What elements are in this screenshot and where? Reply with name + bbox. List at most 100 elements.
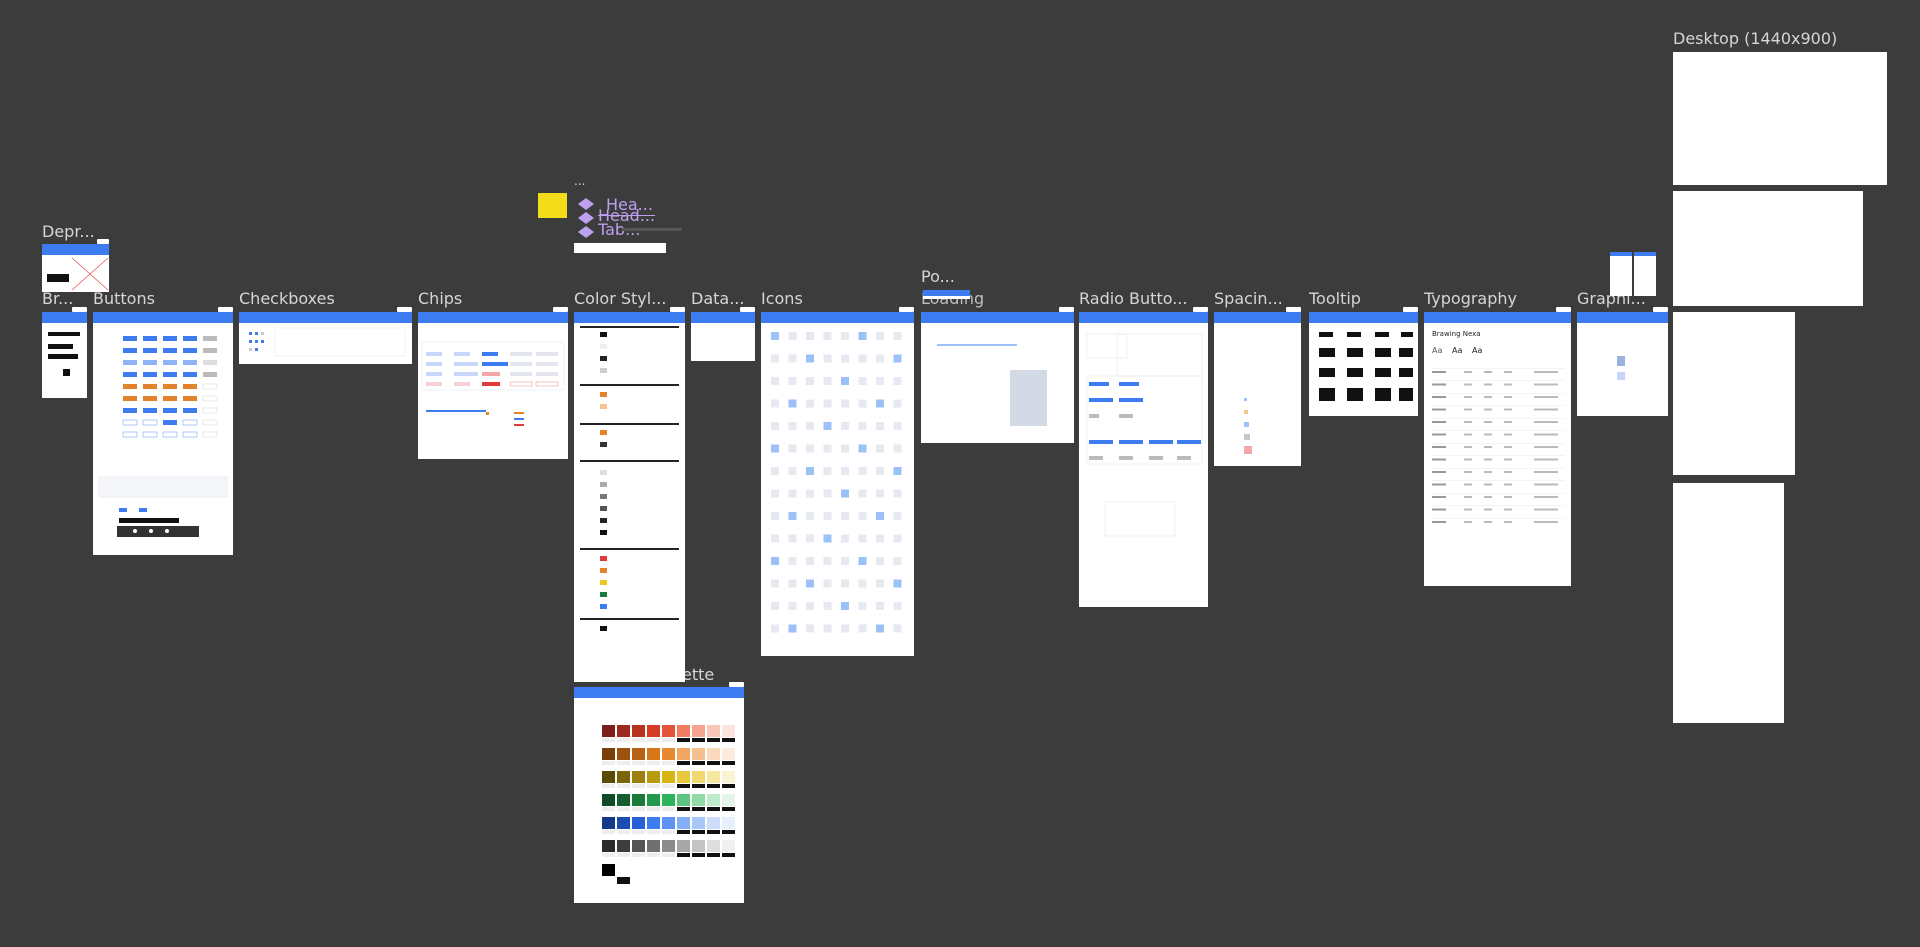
icon-cell (876, 422, 884, 430)
icon-cell (841, 489, 849, 498)
buttons-frame[interactable] (93, 312, 233, 555)
palette-swatch (692, 725, 705, 737)
typography-frame[interactable]: Brawing Nexa Aa Aa Aa (1424, 312, 1571, 586)
typography-row-weight (1484, 371, 1492, 373)
chips-frame[interactable] (418, 312, 568, 459)
icon-cell (823, 399, 832, 408)
depr-frame[interactable] (42, 244, 109, 292)
color-palette-frame[interactable] (574, 687, 744, 903)
component-strip (622, 228, 682, 231)
icon-cell (806, 534, 814, 543)
component-label-head[interactable]: Head... (598, 206, 656, 225)
typography-glyph-2: Aa (1452, 346, 1463, 355)
palette-swatch (617, 817, 630, 829)
frame-label-radio-buttons[interactable]: Radio Butto... (1079, 289, 1188, 308)
palette-swatch (647, 794, 660, 806)
typography-row-height (1504, 371, 1512, 373)
desktop-frame-2[interactable] (1673, 191, 1863, 306)
icon-cell (858, 579, 867, 588)
frame-label-palette[interactable]: ette (682, 665, 715, 684)
typography-row-weight (1484, 483, 1492, 486)
typography-row-name (1432, 396, 1446, 398)
frame-label-data[interactable]: Data... (691, 289, 745, 308)
spacing-badge (1286, 307, 1301, 312)
frame-label-br[interactable]: Br... (42, 289, 74, 308)
color-palette-badge (729, 682, 744, 687)
frame-label-spacing[interactable]: Spacin... (1214, 289, 1283, 308)
palette-swatch (692, 771, 705, 783)
component-mini-frame[interactable] (574, 243, 666, 253)
palette-swatch (692, 748, 705, 760)
icon-cell (788, 579, 797, 588)
frame-label-typography[interactable]: Typography (1424, 289, 1517, 308)
component-label-tab[interactable]: Tab... (598, 220, 641, 239)
icon-cell (876, 579, 884, 588)
desktop-frame-3[interactable] (1673, 312, 1795, 475)
palette-swatch (722, 748, 735, 760)
palette-swatch (647, 748, 660, 760)
icon-cell (806, 467, 814, 475)
palette-swatch (632, 817, 645, 829)
palette-swatch (617, 794, 630, 806)
palette-swatch-label (647, 738, 660, 742)
typography-row-sample (1534, 396, 1558, 398)
icon-cell (806, 332, 814, 340)
typography-row-height (1504, 483, 1512, 486)
icons-frame[interactable] (761, 312, 914, 656)
icon-cell (893, 444, 902, 453)
graphics-mini-2[interactable] (1634, 252, 1656, 296)
graphics-frame[interactable] (1577, 312, 1668, 416)
checkboxes-frame[interactable] (239, 312, 412, 364)
palette-swatch-label (647, 784, 660, 788)
palette-swatch-label (647, 830, 660, 834)
loading-frame[interactable] (921, 312, 1074, 443)
palette-swatch (632, 840, 645, 852)
icon-cell (893, 354, 902, 363)
data-frame[interactable] (691, 312, 755, 361)
spacing-frame[interactable] (1214, 312, 1301, 466)
palette-swatch-label (617, 877, 630, 884)
typography-row-height (1504, 396, 1512, 398)
sticky-note[interactable] (538, 193, 567, 218)
frame-label-depr[interactable]: Depr... (42, 222, 95, 241)
icon-cell (858, 534, 867, 543)
palette-swatch (662, 840, 675, 852)
component-diamond-icon (578, 198, 594, 238)
desktop-frame-4[interactable] (1673, 483, 1784, 723)
brand-badge (72, 307, 87, 312)
typography-badge (1556, 307, 1571, 312)
frame-label-icons[interactable]: Icons (761, 289, 803, 308)
frame-label-buttons[interactable]: Buttons (93, 289, 155, 308)
desktop-frame-1[interactable] (1673, 52, 1887, 185)
frame-label-chips[interactable]: Chips (418, 289, 463, 308)
typography-row-weight (1484, 383, 1492, 386)
palette-swatch-label (602, 807, 615, 811)
palette-swatch-label (692, 784, 705, 788)
frame-label-checkboxes[interactable]: Checkboxes (239, 289, 335, 308)
chips-badge (553, 307, 568, 312)
frame-label-desktop[interactable]: Desktop (1440x900) (1673, 29, 1838, 48)
typography-row-name (1432, 433, 1446, 436)
icon-cell (806, 399, 814, 408)
typography-row-name (1432, 521, 1446, 523)
frame-label-po[interactable]: Po... (921, 267, 955, 286)
palette-swatch (662, 794, 675, 806)
color-styles-frame[interactable] (574, 312, 685, 682)
palette-swatch-label (662, 853, 675, 857)
palette-swatch (647, 817, 660, 829)
frame-label-tooltip[interactable]: Tooltip (1309, 289, 1361, 308)
po-mini-frame[interactable] (923, 290, 970, 299)
frame-label-color-styles[interactable]: Color Styl... (574, 289, 667, 308)
tooltip-frame[interactable] (1309, 312, 1418, 416)
brand-frame[interactable] (42, 312, 87, 398)
component-label-hea[interactable]: Hea... (606, 195, 653, 214)
typography-row-weight (1484, 408, 1492, 411)
icon-cell (858, 377, 867, 385)
palette-swatch (662, 771, 675, 783)
palette-swatch (602, 817, 615, 829)
typography-row-weight (1484, 521, 1492, 523)
palette-swatch (722, 725, 735, 737)
radio-buttons-frame[interactable] (1079, 312, 1208, 607)
graphics-mini-1[interactable] (1610, 252, 1632, 296)
typography-row-sample (1534, 458, 1558, 461)
